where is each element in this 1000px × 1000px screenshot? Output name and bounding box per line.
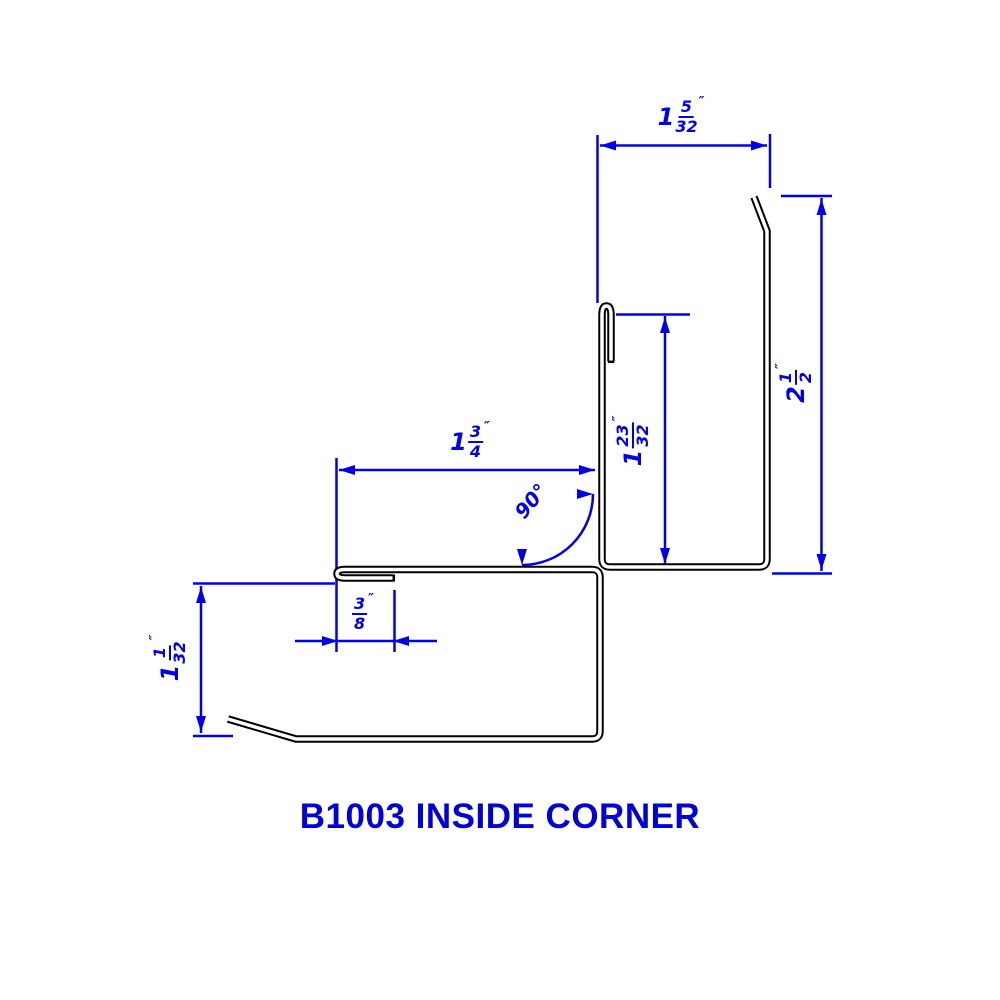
dim-hem-return-lines [295,590,437,652]
dim-hem-return-label: 3 8 ″ [352,592,374,633]
dim-whole: 1 [619,449,647,467]
inch-mark: ″ [774,363,789,369]
dim-fraction: 5 32 [675,97,698,136]
inch-mark: ″ [611,415,626,422]
dim-bottom-height-lines [193,582,335,738]
dim-right-height-lines [772,194,832,575]
dim-top-width-label: 1 5 32 ″ [657,95,705,136]
dim-right-height-label: 2 1 2 ″ [774,363,815,403]
dim-middle-height-lines [616,313,690,566]
dim-fraction: 3 4 [467,422,484,461]
dim-left-width-lines [335,458,595,652]
drawing-title: B1003 INSIDE CORNER [299,797,701,836]
profile-lower-piece [226,565,604,743]
dim-fraction: 3 8 [352,594,368,633]
dim-middle-height-label: 1 23 32 ″ [611,415,652,467]
dim-fraction: 23 32 [613,422,652,449]
dim-whole: 1 [156,664,184,682]
profile-outline [226,195,771,743]
dim-fraction: 1 32 [150,641,189,664]
dim-whole: 1 [657,103,675,131]
inch-mark: ″ [368,592,374,607]
inch-mark: ″ [484,420,490,435]
dim-left-width-label: 1 3 4 ″ [450,420,490,461]
dim-whole: 1 [450,428,467,456]
profile-upper-piece [598,195,771,571]
inch-mark: ″ [148,634,163,641]
dim-fraction: 1 2 [776,369,815,386]
dim-top-width-lines [596,134,772,303]
dim-whole: 2 [782,386,810,403]
dim-angle-arc [517,489,595,567]
dim-bottom-height-label: 1 1 32 ″ [148,634,189,682]
inch-mark: ″ [698,95,705,110]
